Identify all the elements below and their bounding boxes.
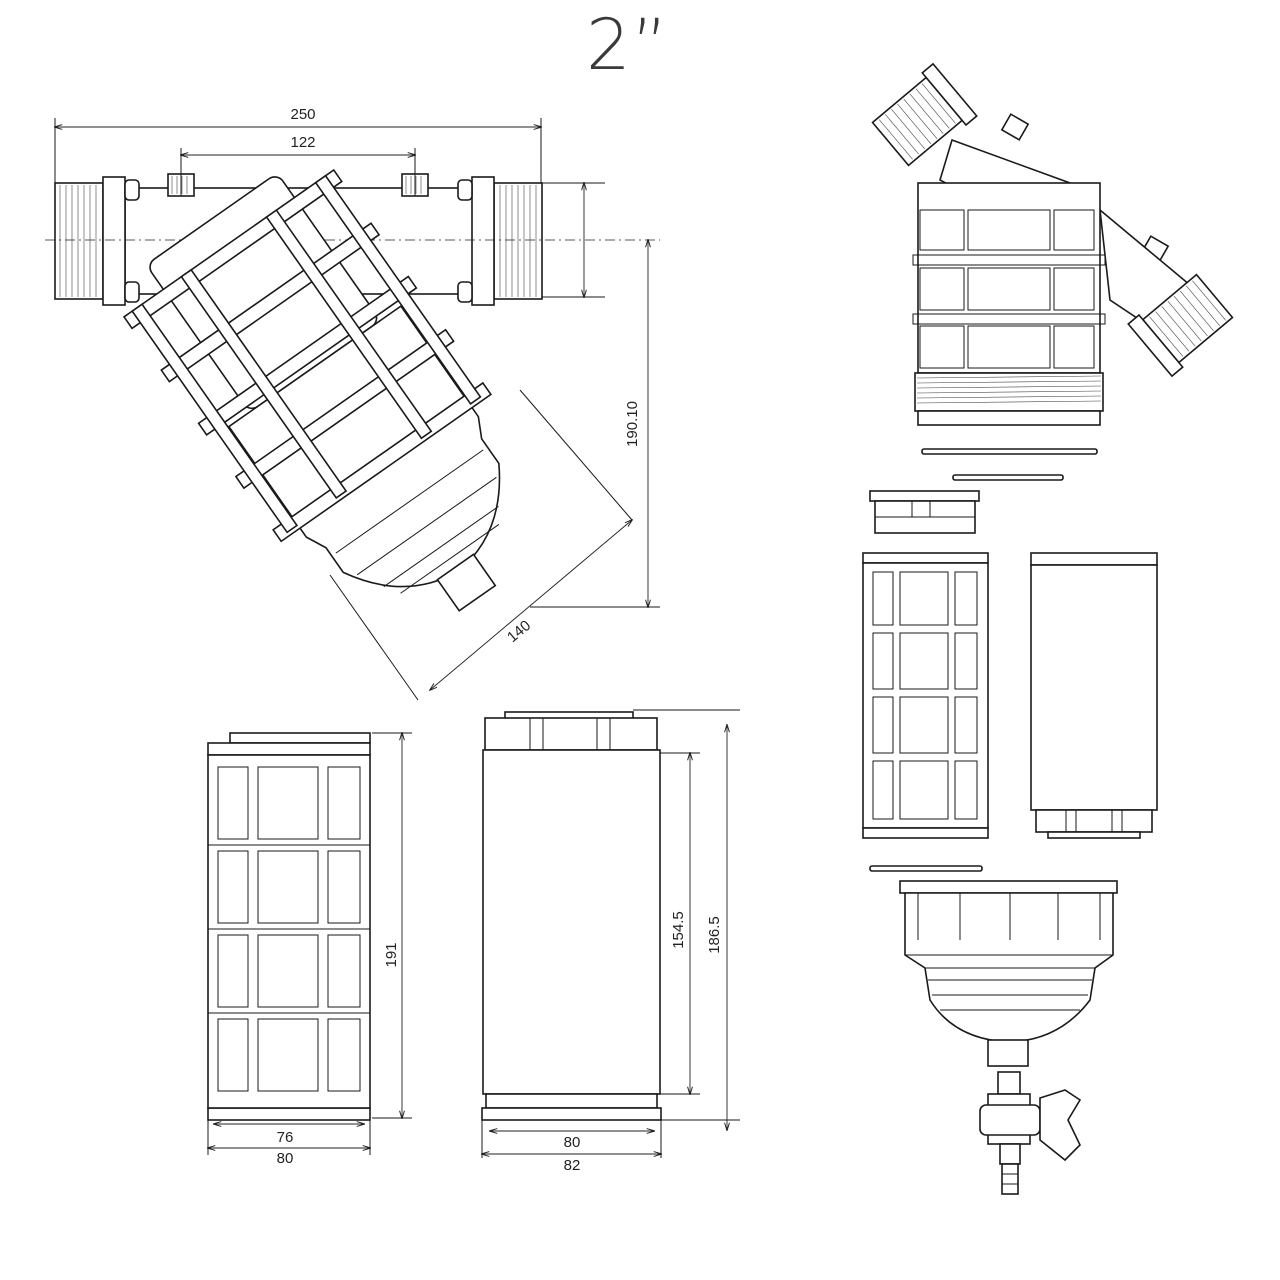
drain-valve — [979, 1071, 1082, 1195]
dim-height: 190.10 — [624, 401, 641, 447]
dim-screen-height: 191 — [383, 942, 400, 967]
right-thread — [457, 176, 543, 306]
exploded-view — [862, 62, 1234, 1195]
cartridge-view: 154.5 186.5 80 82 — [482, 709, 740, 1174]
dim-body-diagonal: 140 — [504, 617, 534, 646]
dim-cartridge-length: 154.5 — [670, 911, 687, 949]
left-thread — [54, 176, 140, 306]
size-title: 2” — [586, 4, 669, 86]
dim-cartridge-inner: 80 — [564, 1134, 581, 1151]
dim-cartridge-total: 186.5 — [706, 916, 723, 954]
dim-cartridge-outer: 82 — [564, 1157, 581, 1174]
filter-housing — [122, 168, 501, 612]
dim-port-spacing: 122 — [290, 134, 315, 151]
dim-overall-length: 250 — [290, 106, 315, 123]
dim-screen-inner: 76 — [277, 1129, 294, 1146]
screen-element-view: 191 76 80 — [208, 733, 412, 1167]
filter-side-view: 250 122 190.10 140 — [45, 106, 660, 701]
dim-screen-outer: 80 — [277, 1150, 294, 1167]
